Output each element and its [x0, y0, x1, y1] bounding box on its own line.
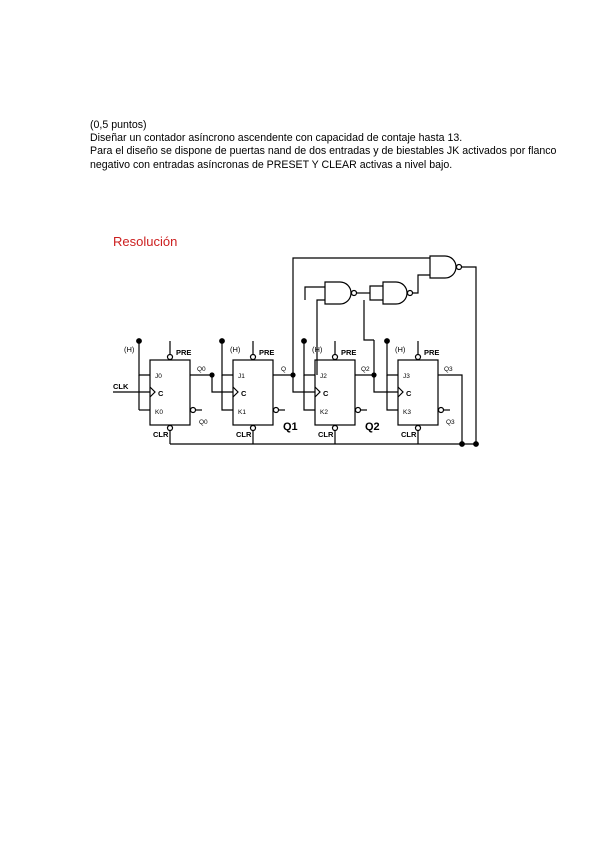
q1-wire — [273, 374, 315, 393]
pre-label-3: PRE — [424, 348, 439, 357]
high-label-0: (H) — [124, 345, 135, 354]
clock-triangle-2 — [314, 386, 321, 398]
clock-label-3: C — [406, 389, 412, 398]
problem-line-2: Para el diseño se dispone de puertas nan… — [90, 145, 557, 158]
j-label-3: J3 — [403, 373, 410, 380]
k-label-0: K0 — [155, 409, 163, 416]
j-label-2: J2 — [320, 373, 327, 380]
clr-label-1: CLR — [236, 430, 252, 439]
clock-triangle-0 — [149, 386, 156, 398]
clr-bubble-3 — [414, 424, 422, 432]
pre-bubble-1 — [249, 353, 257, 361]
q-label-0: Q0 — [197, 366, 206, 373]
qn-label-0: Q0 — [199, 419, 208, 426]
clock-label-1: C — [241, 389, 247, 398]
high-label-3: (H) — [395, 345, 406, 354]
clock-label-2: C — [323, 389, 329, 398]
qn-label-3: Q3 — [446, 419, 455, 426]
clr-label-3: CLR — [401, 430, 417, 439]
q2-wire — [355, 374, 398, 393]
nand-gate-3 — [429, 255, 463, 279]
q0-wire — [190, 374, 233, 393]
nand-gate-2 — [382, 281, 414, 305]
clr-bubble-1 — [249, 424, 257, 432]
j-label-1: J1 — [238, 373, 245, 380]
big-label-q1: Q1 — [283, 421, 298, 433]
j-label-0: J0 — [155, 373, 162, 380]
k-label-2: K2 — [320, 409, 328, 416]
high-label-2: (H) — [312, 345, 323, 354]
clk-label: CLK — [113, 382, 129, 391]
clock-label-0: C — [158, 389, 164, 398]
q-label-3: Q3 — [444, 366, 453, 373]
big-label-q2: Q2 — [365, 421, 380, 433]
clr-label-0: CLR — [153, 430, 169, 439]
q-label-1: Q — [281, 366, 286, 373]
pre-label-0: PRE — [176, 348, 191, 357]
q0-feedback — [292, 257, 430, 375]
clock-triangle-3 — [397, 386, 404, 398]
nand-gate-1 — [324, 281, 358, 305]
pre-label-2: PRE — [341, 348, 356, 357]
problem-statement: (0,5 puntos) Diseñar un contador asíncro… — [90, 119, 570, 172]
k-label-1: K1 — [238, 409, 246, 416]
high-label-1: (H) — [230, 345, 241, 354]
clr-bubble-0 — [166, 424, 174, 432]
q-label-2: Q2 — [361, 366, 370, 373]
clr-bubble-2 — [331, 424, 339, 432]
pre-bubble-0 — [166, 353, 174, 361]
k-label-3: K3 — [403, 409, 411, 416]
resolution-title: Resolución — [113, 234, 178, 249]
pre-bubble-2 — [331, 353, 339, 361]
problem-points: (0,5 puntos) — [90, 119, 147, 131]
clock-triangle-1 — [232, 386, 239, 398]
pre-label-1: PRE — [259, 348, 274, 357]
pre-bubble-3 — [414, 353, 422, 361]
problem-line-3: negativo con entradas asíncronas de PRES… — [90, 158, 453, 171]
clr-label-2: CLR — [318, 430, 334, 439]
problem-line-1: Diseñar un contador asíncrono ascendente… — [90, 132, 463, 145]
